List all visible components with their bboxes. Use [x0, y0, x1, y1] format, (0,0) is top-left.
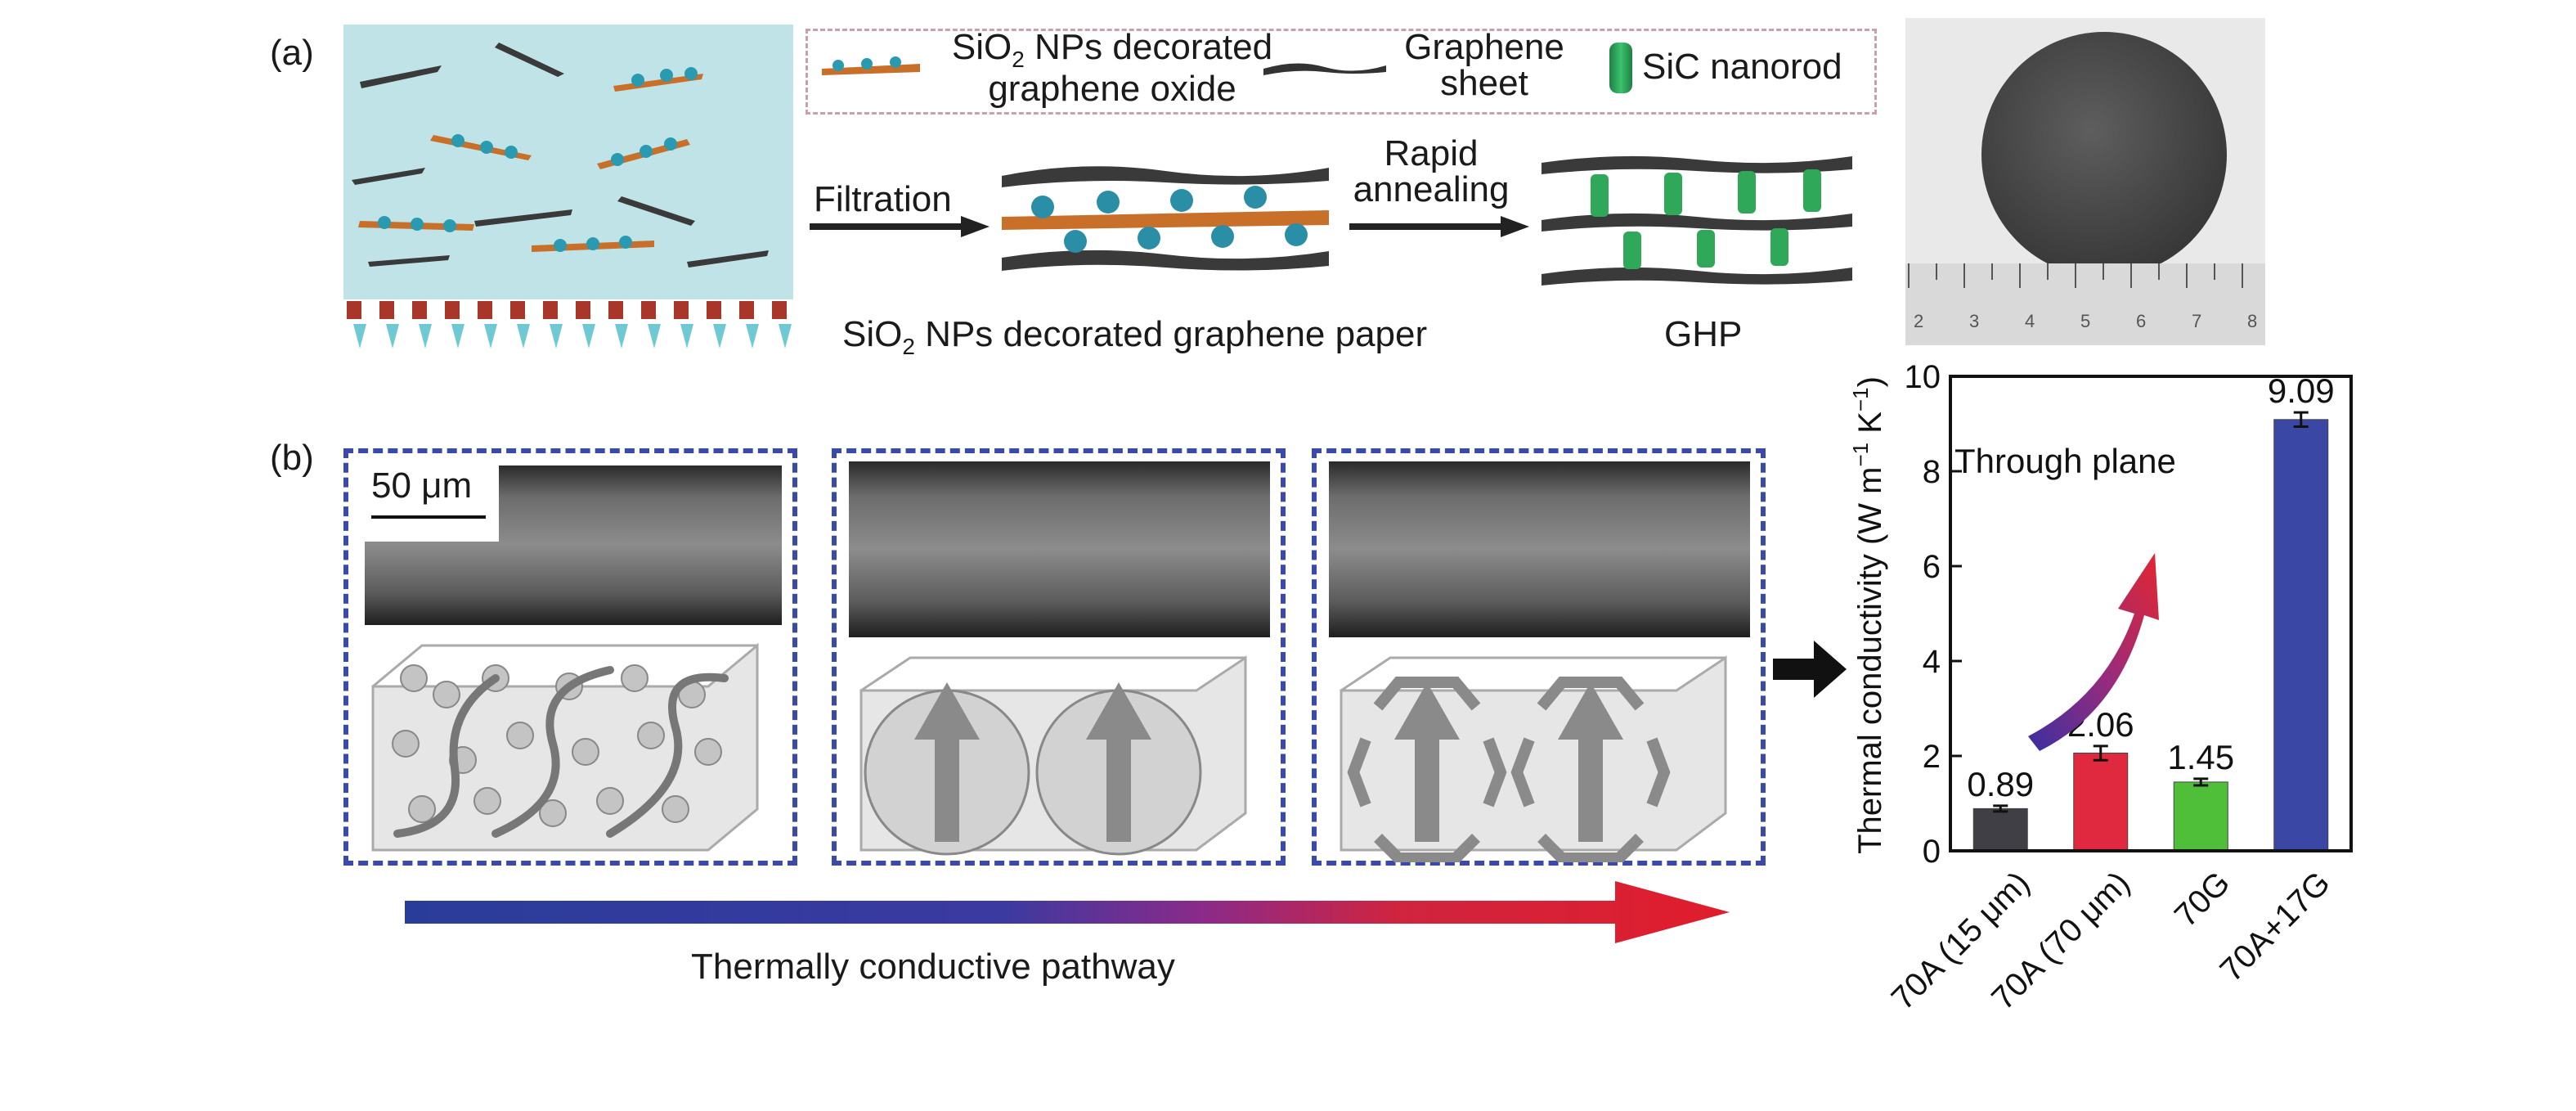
y-tick-label: 4 — [1923, 644, 1941, 680]
caption1-sub: 2 — [902, 333, 915, 359]
microstructure-frame-2 — [832, 448, 1286, 866]
ghp-caption: GHP — [1664, 314, 1743, 354]
legend-item1-sub: 2 — [1012, 46, 1025, 72]
nanoparticles — [378, 67, 698, 252]
x-tick-label: 70A+17G — [2213, 865, 2336, 988]
legend-item2-line1: Graphene — [1404, 27, 1564, 67]
caption1-pre: SiO — [842, 314, 903, 354]
filtration-label: Filtration — [814, 179, 952, 219]
value-label: 1.45 — [2167, 738, 2234, 776]
pathway-label: Thermally conductive pathway — [691, 947, 1175, 987]
legend-item1-line2: graphene oxide — [988, 68, 1236, 109]
filtration-illustration — [343, 25, 793, 349]
graphene-flakes — [352, 43, 769, 268]
sem-image-2 — [849, 461, 1270, 637]
y-tick-label: 10 — [1905, 359, 1941, 395]
pathway-arrow — [405, 881, 1730, 943]
value-label: 0.89 — [1967, 765, 2034, 803]
spheres-model-3 — [1340, 655, 1727, 862]
ruler-tick-label: 8 — [2247, 311, 2258, 331]
ruler-tick-label: 5 — [2080, 311, 2091, 331]
y-tick-label: 2 — [1923, 739, 1941, 775]
ruler-tick-label: 3 — [1969, 311, 1980, 331]
ylabel-post: ) — [1852, 376, 1888, 387]
rapid-label: Rapid — [1384, 133, 1479, 173]
ylabel-sup2: −1 — [1848, 387, 1873, 412]
sample-photo: 2 3 4 5 6 7 8 — [1905, 18, 2265, 345]
ruler-tick-label: 2 — [1914, 311, 1924, 331]
decorated-graphene-paper-illustration — [1002, 166, 1329, 271]
sample-disc — [1981, 32, 2227, 277]
decorated-paper-caption: SiO2 NPs decorated graphene paper — [842, 317, 1427, 358]
ruler: 2 3 4 5 6 7 8 — [1905, 263, 2265, 345]
sem-image-3 — [1329, 461, 1750, 637]
bar — [2073, 753, 2129, 852]
thermal-conductivity-chart: Thermal conductivity (W m−1 K−1) 0246810… — [1848, 359, 2353, 1017]
filtration-arrow — [810, 216, 990, 237]
scale-bar-label: 50 μm — [371, 466, 473, 506]
bar — [2273, 419, 2329, 852]
connector-arrow — [1773, 641, 1847, 698]
ruler-tick-label: 6 — [2136, 311, 2147, 331]
ruler-tick-label: 7 — [2192, 311, 2202, 331]
through-plane-annotation: Through plane — [1954, 442, 2176, 480]
ruler-ticks — [1908, 263, 2243, 288]
ghp-illustration — [1542, 155, 1852, 286]
bars — [1972, 419, 2329, 852]
ylabel-mid: K — [1852, 412, 1888, 443]
panel-b-label: (b) — [270, 438, 314, 478]
panel-a-label: (a) — [270, 33, 314, 73]
annealing-arrow — [1349, 216, 1529, 237]
x-tick-label: 70G — [2168, 865, 2237, 934]
legend-item-graphene-oxide: SiO2 NPs decorated graphene oxide — [924, 29, 1300, 107]
spheres-model-1 — [371, 642, 759, 852]
y-tick-label: 8 — [1923, 454, 1941, 490]
ruler-tick-label: 4 — [2025, 311, 2035, 331]
legend-item2-line2: sheet — [1440, 63, 1528, 103]
graphene-sheet-legend-icon — [1263, 63, 1386, 75]
rapid-annealing-label: Rapid annealing — [1349, 136, 1513, 208]
through-plane-trend-arrow — [2028, 553, 2159, 751]
spheres-model-2 — [859, 655, 1247, 856]
y-axis-ticks: 0 2 4 6 8 10 — [1905, 359, 1962, 870]
error-bars — [1993, 411, 2309, 813]
y-tick-label: 6 — [1923, 549, 1941, 585]
bar — [1972, 807, 2028, 852]
legend-item-graphene-sheet: Graphene sheet — [1390, 29, 1578, 101]
legend-item-sic: SiC nanorod — [1642, 47, 1842, 87]
ylabel-pre: Thermal conductivity (W m — [1852, 467, 1888, 854]
legend-item1-pre: SiO — [951, 27, 1012, 67]
microstructure-frame-3 — [1312, 448, 1766, 866]
filter-membrane — [343, 299, 793, 349]
annealing-label: annealing — [1353, 169, 1510, 209]
microstructure-frame-1: 50 μm — [343, 448, 797, 866]
legend-box — [806, 29, 1877, 115]
legend-item1-post: NPs decorated — [1024, 27, 1273, 67]
scale-bar-line — [371, 515, 486, 519]
y-axis-title: Thermal conductivity (W m−1 K−1) — [1848, 376, 1888, 854]
sic-nanorod-legend-icon — [1609, 43, 1632, 93]
graphene-oxide-legend-icon — [822, 56, 920, 75]
plot-frame — [1949, 375, 2353, 852]
caption1-post: NPs decorated graphene paper — [914, 314, 1428, 354]
bar — [2173, 781, 2228, 852]
scale-bar-box: 50 μm — [360, 460, 499, 542]
y-tick-label: 0 — [1923, 834, 1941, 870]
ylabel-sup1: −1 — [1848, 443, 1873, 467]
